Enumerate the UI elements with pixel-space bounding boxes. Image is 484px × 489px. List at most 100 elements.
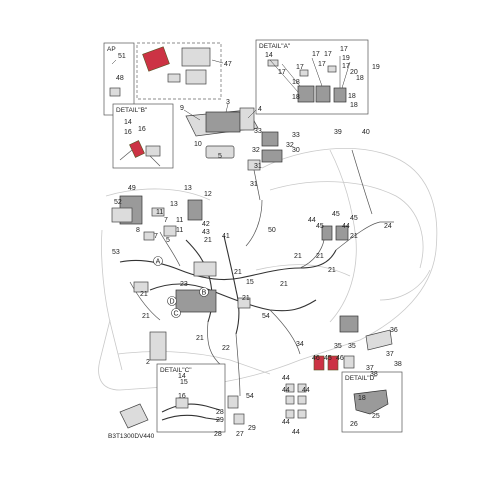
connector-6 — [143, 231, 155, 241]
detail-c-box: DETAIL"C" — [156, 363, 226, 433]
callout-labels: 51 48 47 14 17 17 17 19 17 20 19 18 17 1… — [112, 46, 402, 438]
connector-left — [133, 281, 149, 293]
callout-label: 18 — [292, 94, 300, 101]
detail-a-relay-3 — [333, 87, 347, 103]
callout-label: 17 — [342, 63, 350, 70]
callout-label: 32 — [252, 147, 260, 154]
callout-label: 44 — [342, 223, 350, 230]
clip-44-4 — [297, 395, 307, 405]
callout-label: 16 — [138, 126, 146, 133]
callout-label: 10 — [194, 141, 202, 148]
callout-label: 18 — [350, 102, 358, 109]
callout-label: 29 — [248, 425, 256, 432]
callout-label: 49 — [128, 185, 136, 192]
clip-13 — [151, 207, 165, 217]
callout-label: 38 — [370, 371, 378, 378]
callout-label: 40 — [362, 129, 370, 136]
callout-label: 5 — [218, 153, 222, 160]
detail-a-fuse-3 — [327, 65, 337, 73]
callout-label: 17 — [324, 51, 332, 58]
ecu-unit — [205, 111, 241, 133]
callout-label: 18 — [348, 93, 356, 100]
callout-label: 50 — [268, 227, 276, 234]
callout-label: 17 — [318, 61, 326, 68]
ap-clip-48 — [109, 87, 121, 97]
callout-label: 14 — [265, 52, 273, 59]
callout-label: 17 — [296, 64, 304, 71]
ap-clip-part — [167, 73, 181, 83]
relay-cluster — [247, 131, 283, 201]
callout-label: 28 — [216, 409, 224, 416]
ecu-bracket — [239, 107, 255, 131]
callout-label: 53 — [112, 249, 120, 256]
callout-label: 54 — [246, 393, 254, 400]
callout-label: 44 — [308, 217, 316, 224]
ref-marker-a-label: A — [156, 259, 161, 266]
callout-label: 29 — [216, 417, 224, 424]
clip-28 — [227, 395, 239, 409]
main-wire-harness — [119, 149, 394, 397]
callout-label: 33 — [292, 132, 300, 139]
callout-label: 8 — [136, 227, 140, 234]
relay-module-35 — [339, 315, 359, 333]
ref-marker-b — [199, 287, 209, 297]
callout-label: 21 — [242, 295, 250, 302]
callout-label: 52 — [114, 199, 122, 206]
detail-d-bracket — [353, 389, 389, 415]
callout-label: 3 — [226, 99, 230, 106]
detail-a-fuse-1 — [267, 59, 279, 67]
relay-33 — [261, 131, 279, 147]
callout-label: 43 — [202, 229, 210, 236]
ap-box: AP — [103, 42, 224, 116]
ap-group-frame — [136, 42, 222, 100]
detail-c-frame — [156, 363, 226, 433]
ecu-assembly — [183, 103, 259, 159]
callout-label: 44 — [282, 419, 290, 426]
callout-label: 18 — [358, 395, 366, 402]
ref-marker-d — [167, 296, 177, 306]
ap-fuse-part — [185, 69, 207, 85]
left-components — [111, 195, 203, 241]
coupler-46a — [313, 355, 325, 371]
detail-d-box: DETAIL"D" — [341, 371, 403, 433]
callout-label: 11 — [176, 227, 183, 234]
callout-label: 21 — [142, 313, 150, 320]
callout-label: 18 — [356, 75, 364, 82]
ref-marker-a — [153, 256, 163, 266]
junction-box — [193, 261, 217, 277]
callout-label: 51 — [118, 53, 126, 60]
coupler-47 — [343, 355, 355, 369]
clip-44-6 — [297, 409, 307, 419]
callout-label: 13 — [170, 201, 178, 208]
callout-label: 21 — [328, 267, 336, 274]
callout-label: 32 — [286, 142, 294, 149]
ap-title: AP — [107, 46, 116, 53]
coupler-46b — [327, 355, 339, 371]
callout-label: 54 — [262, 313, 270, 320]
callout-label: 45 — [332, 211, 340, 218]
callout-label: 19 — [372, 64, 380, 71]
callout-label: 17 — [340, 46, 348, 53]
callout-label: 16 — [124, 129, 132, 136]
callout-label: 27 — [236, 431, 244, 438]
connector-36 — [365, 329, 393, 351]
callout-label: 17 — [278, 69, 286, 76]
callout-label: 36 — [390, 327, 398, 334]
callout-label: 37 — [386, 351, 394, 358]
bracket-52 — [111, 207, 133, 223]
clip-44-3 — [285, 395, 295, 405]
callout-label: 28 — [214, 431, 222, 438]
callout-label: 20 — [350, 69, 358, 76]
callout-label: 21 — [316, 253, 324, 260]
callout-label: 26 — [350, 421, 358, 428]
bottom-parts — [119, 395, 245, 429]
callout-label: 41 — [222, 233, 230, 240]
callout-label: 21 — [294, 253, 302, 260]
callout-label: 18 — [292, 79, 300, 86]
callout-label: 9 — [180, 105, 184, 112]
clip-44-1 — [285, 383, 295, 393]
callout-label: 11 — [176, 217, 183, 224]
connector-45b — [321, 225, 333, 241]
callout-label: 47 — [224, 61, 232, 68]
bracket-part-lower-left — [119, 403, 149, 429]
